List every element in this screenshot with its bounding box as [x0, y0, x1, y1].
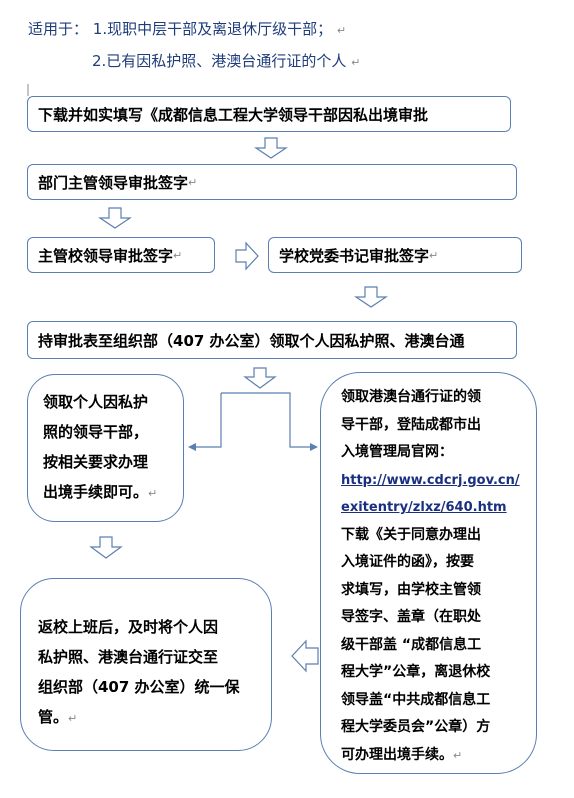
return-passport-line: 组织部（407 办公室）统一保: [38, 678, 240, 696]
arrowhead-left-icon: [188, 443, 196, 451]
down-arrow-icon: [89, 536, 123, 559]
step-school-leader-approval: 主管校领导审批签字↵: [27, 237, 215, 273]
right-arrow-icon: [235, 241, 259, 271]
return-passport-line: 返校上班后，及时将个人因: [38, 618, 219, 636]
permit-holder-line: 下载《关于同意办理出: [341, 526, 481, 543]
down-arrow-icon: [354, 286, 388, 308]
permit-holder-line: 导干部，登陆成都市出: [341, 416, 481, 433]
permit-holder-line: 可办理出境手续。: [341, 746, 453, 763]
permit-holder-line: 领取港澳台通行证的领: [341, 389, 481, 405]
return-passport-line: 管。: [38, 708, 69, 726]
applies-item-2-line: 2.已有因私护照、港澳台通行证的个人 ↵: [92, 52, 361, 70]
step-party-secretary-approval-text: 学校党委书记审批签字: [279, 246, 430, 265]
down-arrow-icon: [243, 367, 277, 389]
permit-holder-line: 入境管理局官网：: [341, 444, 453, 460]
exit-entry-link-cont[interactable]: exitentry/zlxz/640.htm: [341, 500, 507, 515]
permit-holder-box: 领取港澳台通行证的领 导干部，登陆成都市出 入境管理局官网： http://ww…: [320, 372, 537, 774]
step-school-leader-approval-text: 主管校领导审批签字: [38, 246, 174, 265]
step-download-form: 下载并如实填写《成都信息工程大学领导干部因私出境审批: [27, 96, 511, 132]
step-collect-documents-text: 持审批表至组织部（407 办公室）领取个人因私护照、港澳台通: [38, 331, 465, 350]
passport-holder-line: 出境手续即可。: [43, 483, 149, 501]
applies-item-2: 2.已有因私护照、港澳台通行证的个人: [92, 52, 347, 70]
exit-entry-link[interactable]: http://www.cdcrj.gov.cn/: [341, 472, 520, 488]
applies-item-1: 1.现职中层干部及离退休厅级干部；: [92, 20, 333, 38]
return-passport-box: 返校上班后，及时将个人因 私护照、港澳台通行证交至 组织部（407 办公室）统一…: [20, 578, 272, 751]
permit-holder-line: 导签字、盖章（在职处: [341, 609, 481, 625]
step-collect-documents: 持审批表至组织部（407 办公室）领取个人因私护照、港澳台通: [27, 321, 517, 359]
down-arrow-icon: [254, 137, 288, 159]
step-dept-approval-text: 部门主管领导审批签字: [38, 173, 189, 192]
permit-holder-line: 程大学委员会”公章）方: [341, 719, 491, 735]
permit-holder-line: 入境证件的函》，按要: [341, 554, 474, 570]
passport-holder-line: 领取个人因私护: [43, 393, 149, 411]
return-passport-line: 私护照、港澳台通行证交至: [38, 648, 219, 666]
passport-holder-line: 照的领导干部，: [43, 423, 149, 441]
passport-holder-line: 按相关要求办理: [43, 453, 149, 471]
step-dept-approval: 部门主管领导审批签字↵: [27, 164, 517, 200]
left-arrow-icon: [291, 639, 319, 673]
permit-holder-line: 求填写，由学校主管领: [341, 581, 481, 598]
step-download-form-text: 下载并如实填写《成都信息工程大学领导干部因私出境审批: [38, 105, 429, 124]
applies-line: 适用于： 1.现职中层干部及离退休厅级干部； ↵: [28, 20, 347, 38]
step-party-secretary-approval: 学校党委书记审批签字↵: [268, 237, 522, 273]
down-arrow-icon: [98, 207, 132, 229]
permit-holder-line: 领导盖“中共成都信息工: [341, 691, 491, 708]
permit-holder-line: 级干部盖 “成都信息工: [341, 636, 482, 653]
passport-holder-box: 领取个人因私护 照的领导干部， 按相关要求办理 出境手续即可。↵: [27, 374, 184, 522]
applies-label: 适用于：: [28, 20, 89, 38]
permit-holder-line: 程大学”公章，离退休校: [341, 664, 491, 680]
arrowhead-right-icon: [310, 443, 318, 451]
